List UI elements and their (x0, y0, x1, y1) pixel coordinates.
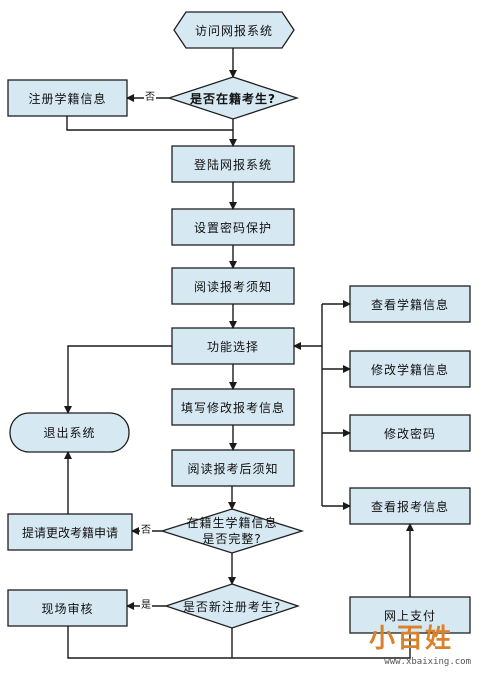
fill-exam-node (171, 388, 295, 426)
view-exam-node (349, 487, 471, 525)
start-label: 访问网报系统 (194, 23, 273, 38)
edge-register-login (66, 116, 233, 131)
register-node (7, 79, 128, 117)
view-status-label: 查看学籍信息 (370, 297, 449, 312)
edge-label-no-register: 否 (144, 92, 156, 104)
decision-complete-label: 在籍生学籍信息 是否完整? (162, 509, 302, 553)
decision-complete-line1: 在籍生学籍信息 (186, 516, 278, 530)
watermark-logo: 小百姓 (368, 624, 453, 654)
modify-status-node (349, 350, 471, 388)
decision-complete-line2: 是否完整? (202, 532, 262, 546)
register-label: 注册学籍信息 (28, 91, 107, 106)
pay-node (349, 596, 471, 634)
func-select-label: 功能选择 (206, 339, 259, 354)
set-pwd-label: 设置密码保护 (193, 220, 272, 235)
read-notice-node (171, 267, 295, 305)
login-label: 登陆网报系统 (193, 157, 272, 172)
decision-enrolled-label: 是否在籍考生? (190, 91, 276, 106)
start-node (173, 11, 295, 49)
edge-label-no-apply: 否 (140, 525, 152, 537)
view-exam-label: 查看报考信息 (370, 499, 449, 514)
watermark-site: www.xbaixing.com (384, 657, 471, 667)
onsite-node (7, 589, 128, 627)
apply-change-node (7, 513, 133, 551)
read-after-node (171, 449, 295, 487)
fill-exam-label: 填写修改报考信息 (180, 400, 285, 415)
pay-label: 网上支付 (383, 608, 436, 623)
decision-new-label: 是否新注册考生? (182, 599, 282, 614)
modify-status-label: 修改学籍信息 (370, 362, 449, 377)
modify-pwd-label: 修改密码 (383, 426, 436, 441)
edge-func-exit (64, 345, 172, 414)
apply-change-label: 提请更改考籍申请 (21, 525, 118, 540)
exit-label: 退出系统 (43, 426, 96, 440)
edge-label-yes-onsite: 是 (140, 600, 152, 612)
edge-bottom-bus (67, 626, 411, 659)
read-after-label: 阅读报考后须知 (187, 461, 279, 476)
onsite-label: 现场审核 (41, 601, 94, 616)
func-select-node (171, 327, 295, 365)
read-notice-label: 阅读报考须知 (193, 279, 272, 294)
